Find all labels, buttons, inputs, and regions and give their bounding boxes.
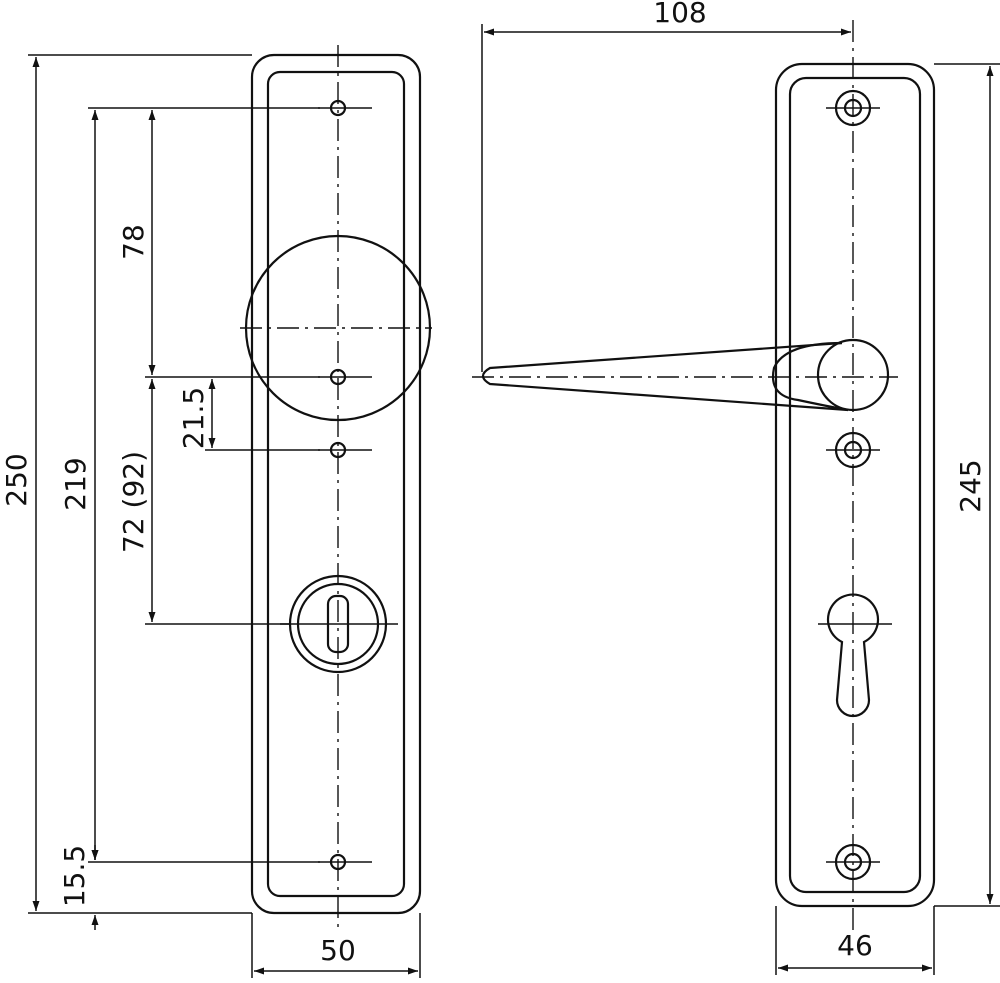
right-bottom-screw-hole: [826, 843, 880, 881]
right-plate-inner: [788, 76, 922, 894]
left-bottom-screw-hole: [318, 853, 372, 871]
left-view: 250 219 78 72 (92) 21.5 15.5 50: [0, 45, 432, 978]
right-plate-outer: [774, 62, 936, 908]
right-top-screw-hole: [826, 89, 880, 127]
dim-108-label: 108: [653, 0, 706, 29]
right-mid-screw-hole: [826, 431, 880, 469]
left-mid-screw-hole: [318, 368, 372, 386]
left-lower-screw-hole: [318, 441, 372, 459]
dim-21-5-label: 21.5: [177, 387, 210, 449]
thumb-turn: [280, 574, 398, 674]
dim-219-label: 219: [59, 457, 92, 510]
left-plate-inner: [266, 70, 406, 898]
left-top-screw-hole: [318, 99, 372, 117]
cylinder-keyhole: [818, 593, 892, 718]
dim-50-label: 50: [320, 934, 356, 967]
dim-72-92-label: 72 (92): [117, 451, 150, 553]
lever-handle: [472, 338, 898, 412]
dim-78-label: 78: [117, 224, 150, 260]
dim-245-label: 245: [954, 459, 987, 512]
dim-46-label: 46: [837, 929, 873, 962]
right-view: 108 245 46: [472, 0, 1000, 975]
left-plate-outer: [250, 53, 422, 915]
dim-15-5-label: 15.5: [58, 845, 91, 907]
dim-250-label: 250: [0, 453, 33, 506]
